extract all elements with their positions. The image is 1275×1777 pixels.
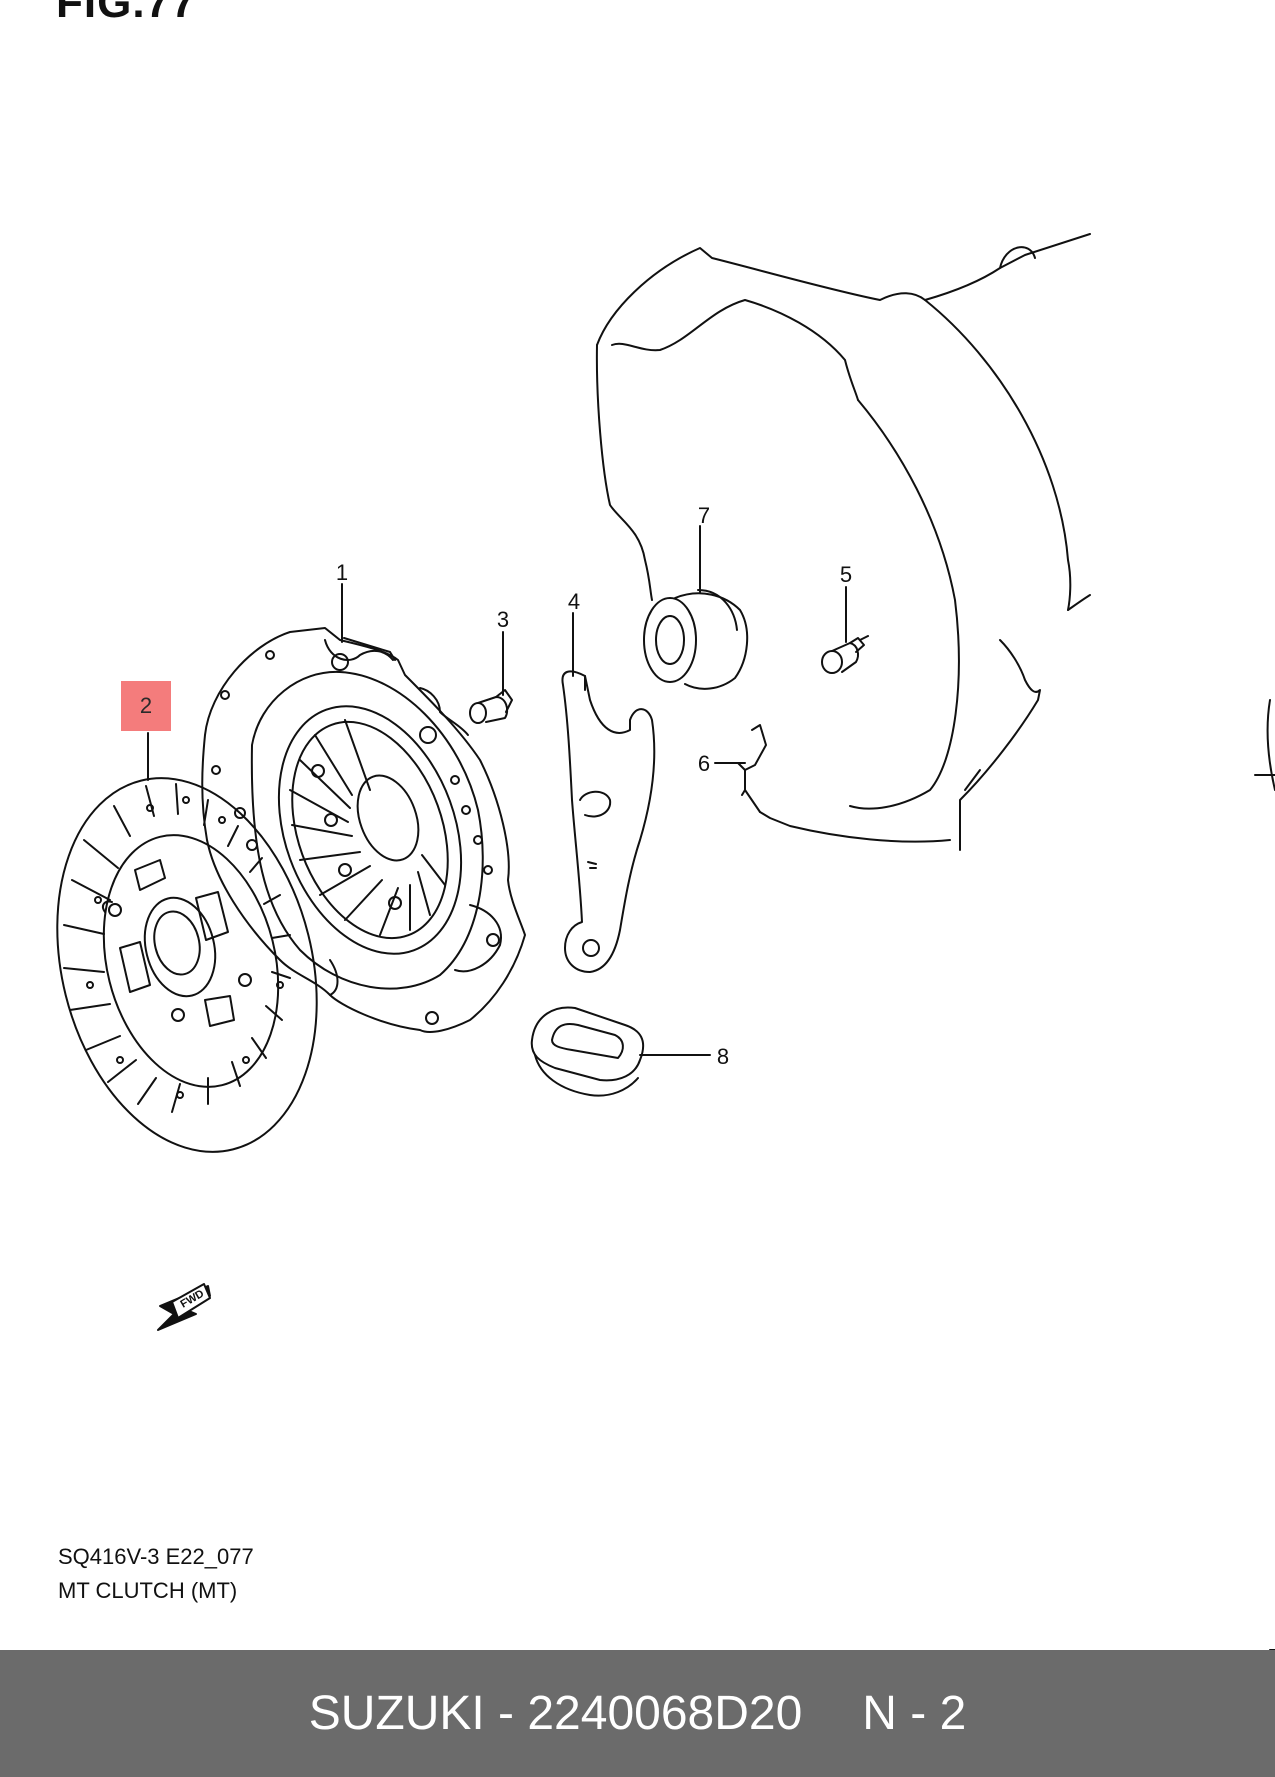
- callout-7[interactable]: 7: [697, 503, 711, 528]
- exploded-diagram: FWD: [56, 233, 1275, 1650]
- fwd-arrow-icon: FWD: [157, 1283, 211, 1331]
- leader-lines: [147, 525, 847, 1056]
- callout-2-highlighted[interactable]: 2: [121, 681, 171, 731]
- callout-1[interactable]: 1: [335, 560, 349, 585]
- callout-5[interactable]: 5: [839, 562, 853, 587]
- diagram-title: MT CLUTCH (MT): [58, 1578, 238, 1603]
- callout-3[interactable]: 3: [496, 607, 510, 632]
- callout-6[interactable]: 6: [697, 751, 711, 776]
- footer-bar: SUZUKI - 2240068D20 N - 2: [0, 1650, 1275, 1777]
- release-boot: [530, 1006, 645, 1097]
- clutch-disc: [56, 777, 318, 1153]
- bolt-5: [821, 635, 869, 674]
- transmission-housing: [595, 233, 1275, 1650]
- release-fork: [561, 670, 656, 973]
- footer-part-number: SUZUKI - 2240068D20: [308, 1687, 803, 1740]
- clutch-cover: [201, 627, 526, 1033]
- footer-page: N - 2: [862, 1687, 967, 1740]
- callout-4[interactable]: 4: [567, 589, 581, 614]
- release-bearing: [643, 589, 749, 690]
- bolt-3: [469, 689, 513, 724]
- diagram-code: SQ416V-3 E22_077: [58, 1544, 254, 1569]
- callout-8[interactable]: 8: [716, 1044, 730, 1069]
- figure-label: FIG.77: [56, 0, 197, 27]
- clip-6: [737, 724, 767, 796]
